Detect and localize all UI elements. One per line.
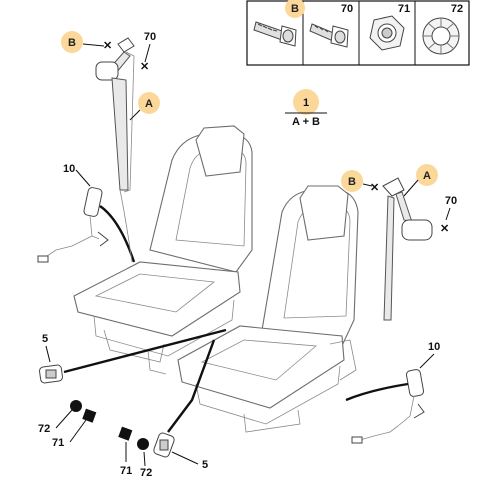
nut-icon [369,15,405,51]
legend-label: 70 [341,3,353,15]
attachment-line [99,205,136,263]
fixing-cross: ✕ [140,61,149,73]
lower-anchor-right [153,432,175,458]
hardware-legend: B 70 71 [246,0,470,66]
callout-10-left: 10 [63,163,75,175]
callout-b-right: B [348,176,356,188]
callout-badge-a [416,164,438,186]
callout-badge [285,0,305,18]
legend-label: 71 [398,3,410,15]
callout-badge-b [61,31,83,53]
legend-item-71: 71 [369,3,410,51]
buckle-right [351,369,425,444]
legend-label: B [291,3,299,15]
cushion [177,325,345,409]
retractor [95,61,119,81]
callout-badge [293,89,319,115]
buckle-left [37,187,109,263]
callout-71-right: 71 [120,465,132,477]
callout-badge-a [138,92,160,114]
left-seat [73,125,253,375]
left-seat-belt [95,37,135,193]
callout-b-left: B [68,37,76,49]
screw-icon [309,23,349,48]
callout-72-right: 72 [140,467,152,479]
callout-10-right: 10 [428,341,440,353]
attachment-line [345,382,409,402]
nut-part [82,408,97,423]
belt-webbing [111,77,129,191]
fixing-cross: ✕ [103,40,112,52]
washer-part [70,400,82,412]
callout-5-right: 5 [202,459,208,471]
assembly-formula-text: A + B [292,116,320,128]
right-seat [177,185,359,433]
headrest [299,185,349,241]
fixing-cross: ✕ [370,182,379,194]
attachment-line [167,339,216,433]
legend-item-72: 72 [422,3,463,55]
callout-badge-b [341,170,363,192]
right-seat-belt [382,177,433,321]
headrest [195,125,245,177]
callout-a-left: A [145,98,153,110]
assembly-formula: 1 A + B [285,89,327,128]
nut-part [118,426,133,441]
legend-label: 72 [451,3,463,15]
lower-anchor-left [39,364,63,384]
callout-70-left: 70 [144,31,156,43]
attachment-line [63,328,227,374]
assembly-number: 1 [303,97,309,109]
callout-5-left: 5 [42,333,48,345]
washer-part [137,438,149,450]
callout-a-right: A [423,170,431,182]
washer-icon [422,17,460,55]
callout-70-right: 70 [445,195,457,207]
callout-72-left: 72 [38,423,50,435]
legend-item-b: B [253,0,305,47]
belt-webbing [383,195,395,321]
callout-71-left: 71 [52,437,64,449]
cushion [73,261,241,337]
bolt-icon [253,21,297,47]
retractor [401,219,433,241]
legend-item-70: 70 [309,3,353,48]
fixing-cross: ✕ [440,223,449,235]
